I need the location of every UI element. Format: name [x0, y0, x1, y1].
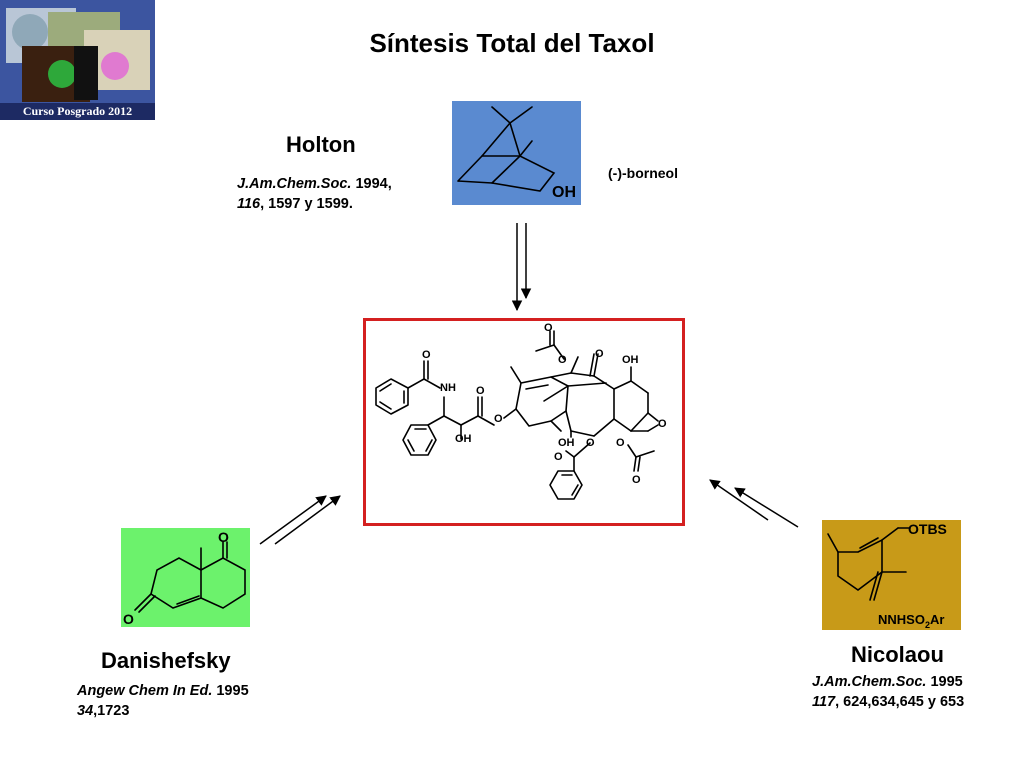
taxol-oh-c7: OH [622, 354, 639, 366]
holton-journal: J.Am.Chem.Soc. [237, 176, 352, 192]
taxol-o-benzoate: O [554, 451, 563, 463]
danishefsky-pages: ,1723 [93, 703, 130, 719]
taxol-nh: NH [440, 382, 456, 394]
nicolaou-author: Nicolaou [851, 642, 944, 667]
holton-pages: , 1597 y 1599. [260, 196, 353, 212]
nicolaou-journal: J.Am.Chem.Soc. [812, 674, 927, 690]
taxol-target-box: O O O OH O NH O O O OH OH O O O O [363, 318, 685, 526]
danishefsky-volume: 34 [77, 703, 94, 719]
taxol-o-acetate-link: O [616, 437, 625, 449]
nicolaou-hydrazone-end: Ar [930, 612, 944, 627]
nicolaou-pages-line: 117, 624,634,645 y 653 [812, 694, 964, 710]
taxol-o-oxetane: O [658, 418, 667, 430]
nicolaou-hydrazone: NNHSO2Ar [878, 612, 944, 630]
nicolaou-otbs: OTBS [908, 521, 947, 537]
holton-pages-line: 116, 1597 y 1599. [237, 196, 353, 212]
taxol-o-ester-link: O [494, 413, 503, 425]
nicolaou-volume: 117 [812, 694, 836, 710]
taxol-oh-side: OH [455, 433, 472, 445]
taxol-o-ester: O [476, 385, 485, 397]
borneol-label: (-)-borneol [608, 165, 678, 181]
nicolaou-arrow-1 [709, 479, 769, 521]
holton-reference: J.Am.Chem.Soc. 1994, 116, 1597 y 1599. [237, 174, 392, 214]
nicolaou-arrow-2 [734, 487, 799, 528]
nicolaou-year: 1995 [926, 674, 963, 690]
taxol-o-ketone: O [595, 348, 604, 360]
nicolaou-hydrazone-structure: OTBS NNHSO2Ar [822, 520, 961, 630]
taxol-oh-c1: OH [558, 437, 575, 449]
logo-caption: Curso Posgrado 2012 [0, 103, 155, 120]
borneol-drawing: OH [457, 106, 576, 201]
wieland-miescher-ketone-structure: O O [121, 528, 250, 627]
danishefsky-year: 1995 [212, 683, 249, 699]
taxol-o-acetyl-link: O [558, 354, 567, 366]
danishefsky-pages-line: 34,1723 [77, 703, 129, 719]
holton-journal-line: J.Am.Chem.Soc. 1994, [237, 176, 392, 192]
borneol-oh: OH [552, 184, 576, 201]
taxol-structure: O O O OH O NH O O O OH OH O O O O [375, 322, 667, 500]
logo-collage [6, 8, 150, 102]
danishefsky-author: Danishefsky [101, 648, 231, 673]
holton-author: Holton [286, 132, 356, 157]
holton-year: 1994, [351, 176, 392, 192]
danishefsky-journal-line: Angew Chem In Ed. 1995 [77, 683, 249, 699]
taxol-o-acetate: O [632, 474, 641, 486]
taxol-o-benzoate-link: O [586, 437, 595, 449]
nicolaou-reference: J.Am.Chem.Soc. 1995 117, 624,634,645 y 6… [812, 672, 964, 712]
danishefsky-o-top: O [218, 529, 229, 545]
slide-title: Síntesis Total del Taxol [369, 28, 655, 58]
danishefsky-arrow-1 [259, 495, 327, 545]
nicolaou-journal-line: J.Am.Chem.Soc. 1995 [812, 674, 963, 690]
course-logo: Curso Posgrado 2012 [0, 0, 155, 120]
taxol-o-amide: O [422, 349, 431, 361]
nicolaou-hydrazone-main: NNHSO [878, 612, 925, 627]
danishefsky-journal: Angew Chem In Ed. [77, 683, 213, 699]
nicolaou-hydrazone-sub: 2 [925, 620, 930, 630]
nicolaou-pages: , 624,634,645 y 653 [835, 694, 965, 710]
holton-volume: 116 [237, 196, 261, 212]
taxol-o-acetyl-top: O [544, 322, 553, 334]
borneol-structure: OH [452, 101, 581, 205]
nicolaou-drawing: OTBS NNHSO2Ar [827, 521, 947, 630]
danishefsky-drawing: O O [123, 529, 246, 627]
danishefsky-reference: Angew Chem In Ed. 1995 34,1723 [77, 681, 249, 721]
danishefsky-arrow-2 [274, 495, 341, 545]
danishefsky-o-left: O [123, 611, 134, 627]
